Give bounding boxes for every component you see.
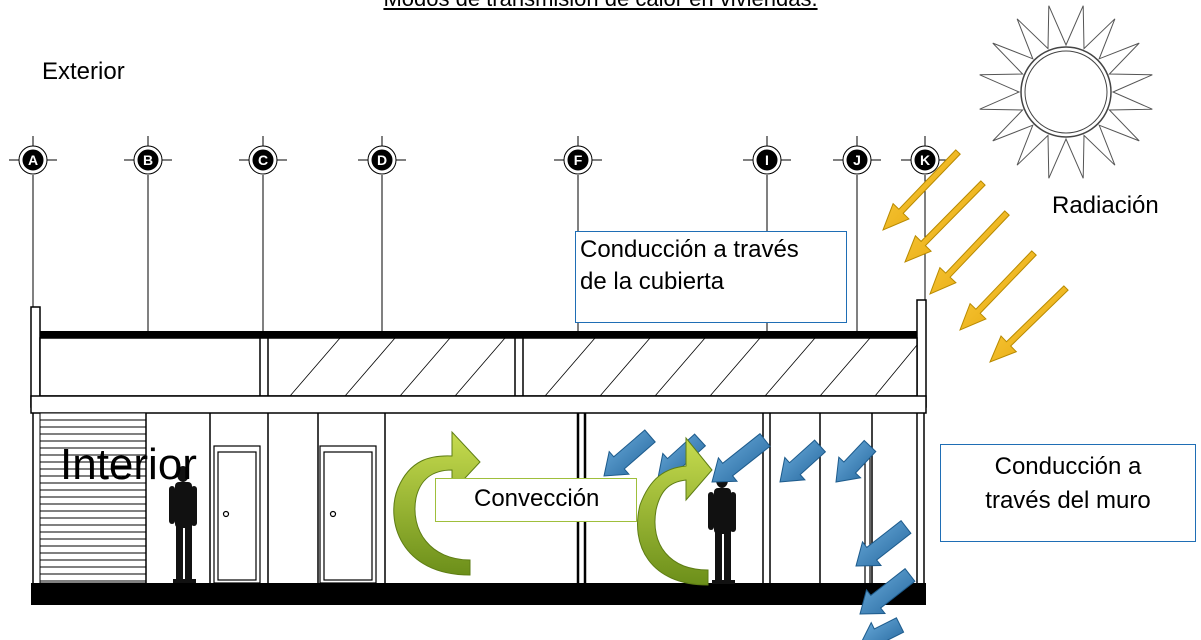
conduction-arrow-icon bbox=[855, 519, 912, 567]
radiation-arrows bbox=[882, 149, 1069, 363]
radiation-arrow-icon bbox=[959, 250, 1037, 331]
interior-label: Interior bbox=[60, 440, 197, 489]
conduction-arrows bbox=[603, 429, 916, 640]
wall-conduction-line1: Conducción a bbox=[994, 453, 1142, 480]
roof-conduction-line2: de la cubierta bbox=[580, 268, 725, 295]
grid-axis-label: C bbox=[258, 152, 268, 168]
grid-axis-label: J bbox=[853, 152, 861, 168]
exterior-label: Exterior bbox=[42, 58, 125, 85]
grid-axis-label: I bbox=[765, 152, 769, 168]
building-section bbox=[30, 299, 927, 605]
radiation-arrow-icon bbox=[989, 285, 1069, 363]
conduction-arrow-icon bbox=[603, 429, 656, 477]
grid-axis-label: A bbox=[28, 152, 38, 168]
roof-conduction-line1: Conducción a través bbox=[580, 236, 799, 263]
roof-conduction-box: Conducción a través de la cubierta bbox=[575, 231, 847, 323]
conduction-arrow-icon bbox=[779, 439, 827, 483]
grid-axis-a: A bbox=[9, 136, 57, 307]
convection-box: Convección bbox=[435, 478, 637, 522]
grid-axis-label: K bbox=[920, 152, 930, 168]
person-left-icon bbox=[169, 466, 197, 583]
conduction-arrow-icon bbox=[859, 567, 916, 615]
wall-conduction-line2: través del muro bbox=[985, 487, 1151, 514]
convection-arrow-right-icon bbox=[637, 436, 713, 586]
page-title: Modos de transmisión de calor en viviend… bbox=[0, 0, 1201, 11]
conduction-arrow-icon bbox=[711, 432, 771, 483]
grid-axis-c: C bbox=[239, 136, 287, 331]
radiation-arrow-icon bbox=[882, 149, 961, 231]
grid-axis-d: D bbox=[358, 136, 406, 331]
conduction-arrow-icon bbox=[835, 439, 877, 483]
convection-arrow-left-icon bbox=[393, 430, 481, 576]
grid-axis-j: J bbox=[833, 136, 881, 331]
grid-axis-label: D bbox=[377, 152, 387, 168]
person-right-icon bbox=[708, 472, 736, 584]
radiation-label: Radiación bbox=[1052, 192, 1159, 219]
wall-conduction-box: Conducción a través del muro bbox=[940, 444, 1196, 542]
grid-axis-label: F bbox=[574, 152, 583, 168]
radiation-arrow-icon bbox=[904, 180, 986, 263]
grid-axis-label: B bbox=[143, 152, 153, 168]
radiation-arrow-icon bbox=[929, 210, 1010, 295]
sun-icon bbox=[979, 5, 1153, 179]
conduction-arrow-icon bbox=[861, 617, 905, 640]
convection-label: Convección bbox=[474, 485, 600, 512]
grid-axis-b: B bbox=[124, 136, 172, 331]
